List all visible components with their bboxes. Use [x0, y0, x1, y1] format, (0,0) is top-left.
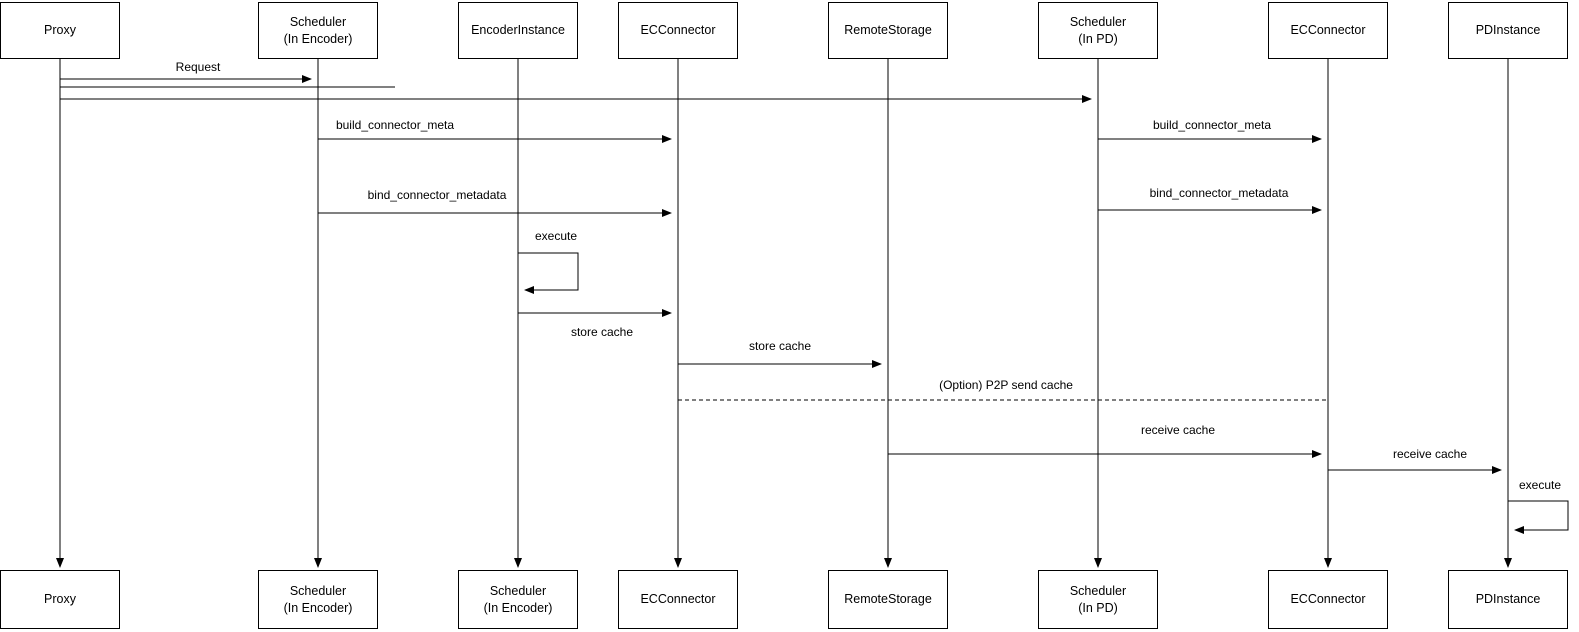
message-label-build-connector-meta-right: build_connector_meta	[1152, 118, 1272, 132]
message-label-p2p-send-cache: (Option) P2P send cache	[939, 378, 1073, 392]
actor-box-proxy-top: Proxy	[0, 2, 120, 59]
message-label-store-cache-1: store cache	[570, 325, 634, 339]
actor-box-remote-storage-top: RemoteStorage	[828, 2, 948, 59]
message-label-bind-connector-metadata-left: bind_connector_metadata	[367, 188, 507, 202]
actor-box-ec-connector-2-top: ECConnector	[1268, 2, 1388, 59]
actor-box-ec-connector-1-bottom: ECConnector	[618, 570, 738, 629]
message-label-execute-pd: execute	[1518, 478, 1562, 492]
actor-box-encoder-instance-top: EncoderInstance	[458, 2, 578, 59]
self-loop-execute-pd	[1508, 500, 1569, 534]
message-label-receive-cache-1: receive cache	[1140, 423, 1216, 437]
message-label-receive-cache-2: receive cache	[1392, 447, 1468, 461]
message-label-store-cache-2: store cache	[748, 339, 812, 353]
message-label-request: Request	[175, 60, 221, 74]
self-loop-execute-encoder	[518, 252, 579, 294]
message-label-build-connector-meta-left: build_connector_meta	[335, 118, 455, 132]
actor-box-scheduler-encoder-bottom: Scheduler (In Encoder)	[258, 570, 378, 629]
message-label-bind-connector-metadata-right: bind_connector_metadata	[1149, 186, 1289, 200]
actor-box-scheduler-encoder-top: Scheduler (In Encoder)	[258, 2, 378, 59]
actor-box-scheduler-encoder-2-bottom: Scheduler (In Encoder)	[458, 570, 578, 629]
actor-box-scheduler-pd-top: Scheduler (In PD)	[1038, 2, 1158, 59]
message-label-execute-encoder: execute	[534, 229, 578, 243]
actor-box-pd-instance-bottom: PDInstance	[1448, 570, 1568, 629]
actor-box-ec-connector-2-bottom: ECConnector	[1268, 570, 1388, 629]
actor-box-proxy-bottom: Proxy	[0, 570, 120, 629]
actor-box-remote-storage-bottom: RemoteStorage	[828, 570, 948, 629]
actor-box-ec-connector-1-top: ECConnector	[618, 2, 738, 59]
actor-box-pd-instance-top: PDInstance	[1448, 2, 1568, 59]
actor-box-scheduler-pd-bottom: Scheduler (In PD)	[1038, 570, 1158, 629]
